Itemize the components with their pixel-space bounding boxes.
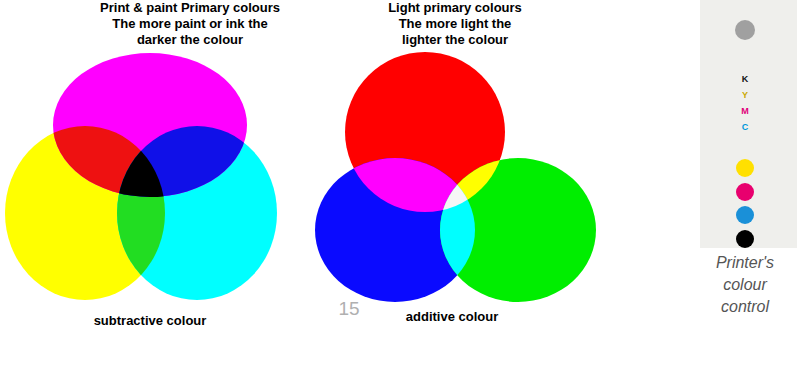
ink-letter: K bbox=[742, 74, 749, 85]
figure-caption: Printer's colour control bbox=[702, 252, 788, 318]
heading: Light primary colours The more light the… bbox=[383, 0, 528, 48]
ink-letter: C bbox=[742, 122, 749, 133]
black-overlap bbox=[53, 53, 247, 197]
page-number: 15 bbox=[338, 298, 359, 320]
yellow-dot bbox=[736, 159, 754, 177]
red-overlap bbox=[53, 53, 247, 197]
cyan-dot bbox=[736, 206, 754, 224]
white-overlap bbox=[440, 158, 596, 302]
control-strip bbox=[700, 0, 797, 248]
blue-overlap bbox=[53, 53, 247, 197]
grey-dot bbox=[735, 20, 755, 40]
magenta-circle bbox=[53, 53, 247, 197]
green-circle bbox=[440, 158, 596, 302]
magenta-dot bbox=[736, 183, 754, 201]
diagram-label: subtractive colour bbox=[94, 313, 207, 329]
ink-letter: Y bbox=[742, 90, 748, 101]
black-dot bbox=[736, 230, 754, 248]
cyan-overlap bbox=[440, 158, 596, 302]
diagram-label: additive colour bbox=[406, 309, 498, 325]
heading: Print & paint Primary colours The more p… bbox=[92, 0, 288, 48]
yellow-overlap bbox=[440, 158, 596, 302]
ink-letter: M bbox=[741, 106, 749, 117]
